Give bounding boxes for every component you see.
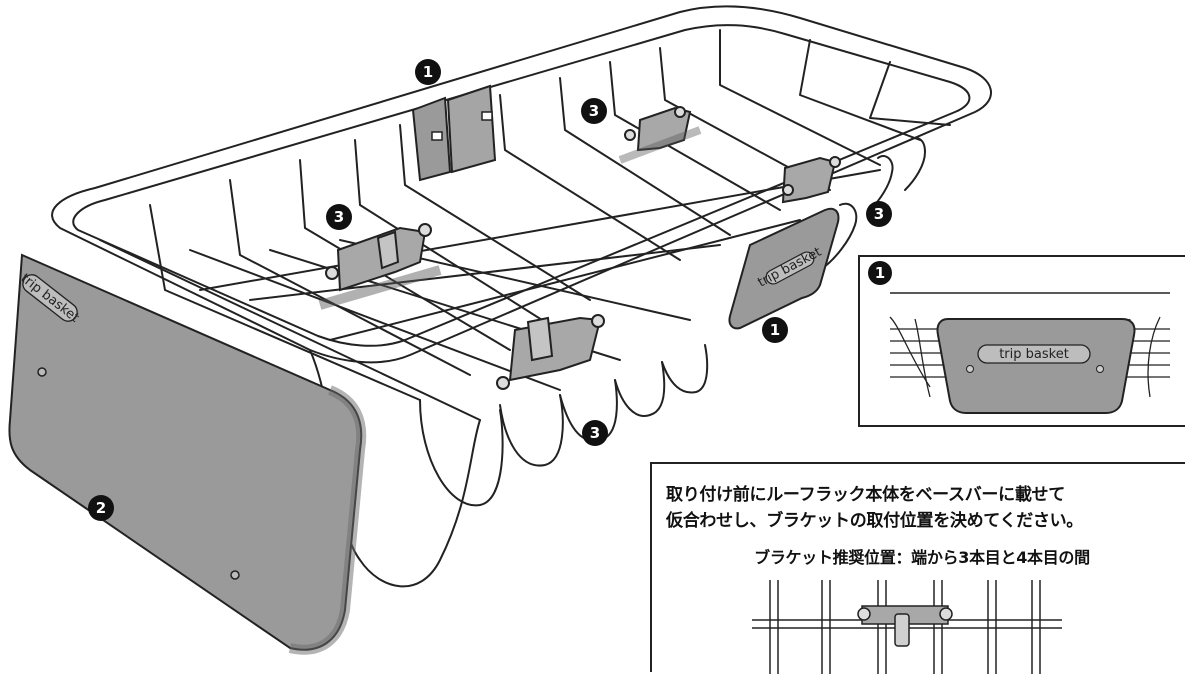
basket-rib	[559, 77, 731, 236]
inset-plate-brand: trip basket	[999, 347, 1069, 362]
note-line-1: 取り付け前にルーフラック本体をベースバーに載せて	[666, 485, 1065, 505]
top-handle-plate	[411, 84, 497, 182]
callout-front-plate: 2	[88, 495, 114, 521]
basket-inner-rim	[72, 24, 971, 347]
svg-text:3: 3	[874, 205, 884, 223]
callout-top-handle: 1	[415, 59, 441, 85]
basket-rib	[869, 61, 951, 126]
basket-rib	[354, 139, 551, 326]
underside-loop	[661, 344, 709, 394]
underside-loop	[419, 399, 504, 507]
floor-rail	[99, 239, 481, 421]
basket-rib	[659, 47, 831, 191]
svg-text:3: 3	[589, 102, 599, 120]
callout-bracket-left: 3	[326, 204, 352, 230]
svg-text:1: 1	[875, 264, 885, 282]
svg-text:1: 1	[423, 63, 433, 81]
mounting-note: 取り付け前にルーフラック本体をベースバーに載せて 仮合わせし、ブラケットの取付位…	[650, 462, 1185, 674]
basket-rib	[399, 124, 591, 301]
side-plate: trip basket	[728, 207, 840, 330]
callout-bracket-bottom: 3	[582, 420, 608, 446]
bracket-position-diagram	[752, 580, 1062, 674]
basket-rib	[149, 204, 421, 401]
callout-side-plate: 1	[762, 317, 788, 343]
svg-text:1: 1	[770, 321, 780, 339]
basket-rib	[499, 94, 681, 261]
bracket-right-top	[618, 106, 702, 164]
inset-plate: trip basket	[936, 318, 1136, 414]
callout-bracket-right-top: 3	[581, 98, 607, 124]
note-line-2: 仮合わせし、ブラケットの取付位置を決めてください。	[666, 511, 1083, 531]
basket-rib	[229, 179, 471, 376]
svg-text:2: 2	[96, 499, 106, 517]
bracket-right	[781, 156, 841, 204]
underside-loop	[869, 154, 894, 211]
roof-basket-diagram: trip basket trip basket	[8, 5, 992, 655]
recommended-bracket	[857, 605, 953, 647]
basket-rib	[299, 159, 511, 351]
floor-rail	[329, 219, 801, 341]
floor-rail	[189, 249, 561, 391]
underside-loop	[499, 394, 564, 467]
svg-text:3: 3	[590, 424, 600, 442]
inset-detail: 1 trip basket	[858, 255, 1185, 427]
floor-rail	[249, 244, 721, 301]
callout-inset: 1	[868, 261, 892, 285]
underside-loop	[614, 361, 666, 417]
bracket-bottom	[496, 314, 605, 390]
callout-bracket-right: 3	[866, 201, 892, 227]
bracket-left	[318, 223, 442, 310]
basket-rib	[719, 29, 881, 166]
underside-loop	[819, 202, 858, 271]
basket-rib	[799, 39, 921, 141]
svg-text:3: 3	[334, 208, 344, 226]
front-plate: trip basket	[8, 253, 367, 655]
underside-loop	[904, 137, 926, 191]
note-subtitle: ブラケット推奨位置：端から3本目と4本目の間	[754, 548, 1090, 567]
basket-outer-rim	[51, 5, 992, 364]
basket-rib	[609, 61, 781, 211]
floor-rail	[199, 169, 881, 291]
